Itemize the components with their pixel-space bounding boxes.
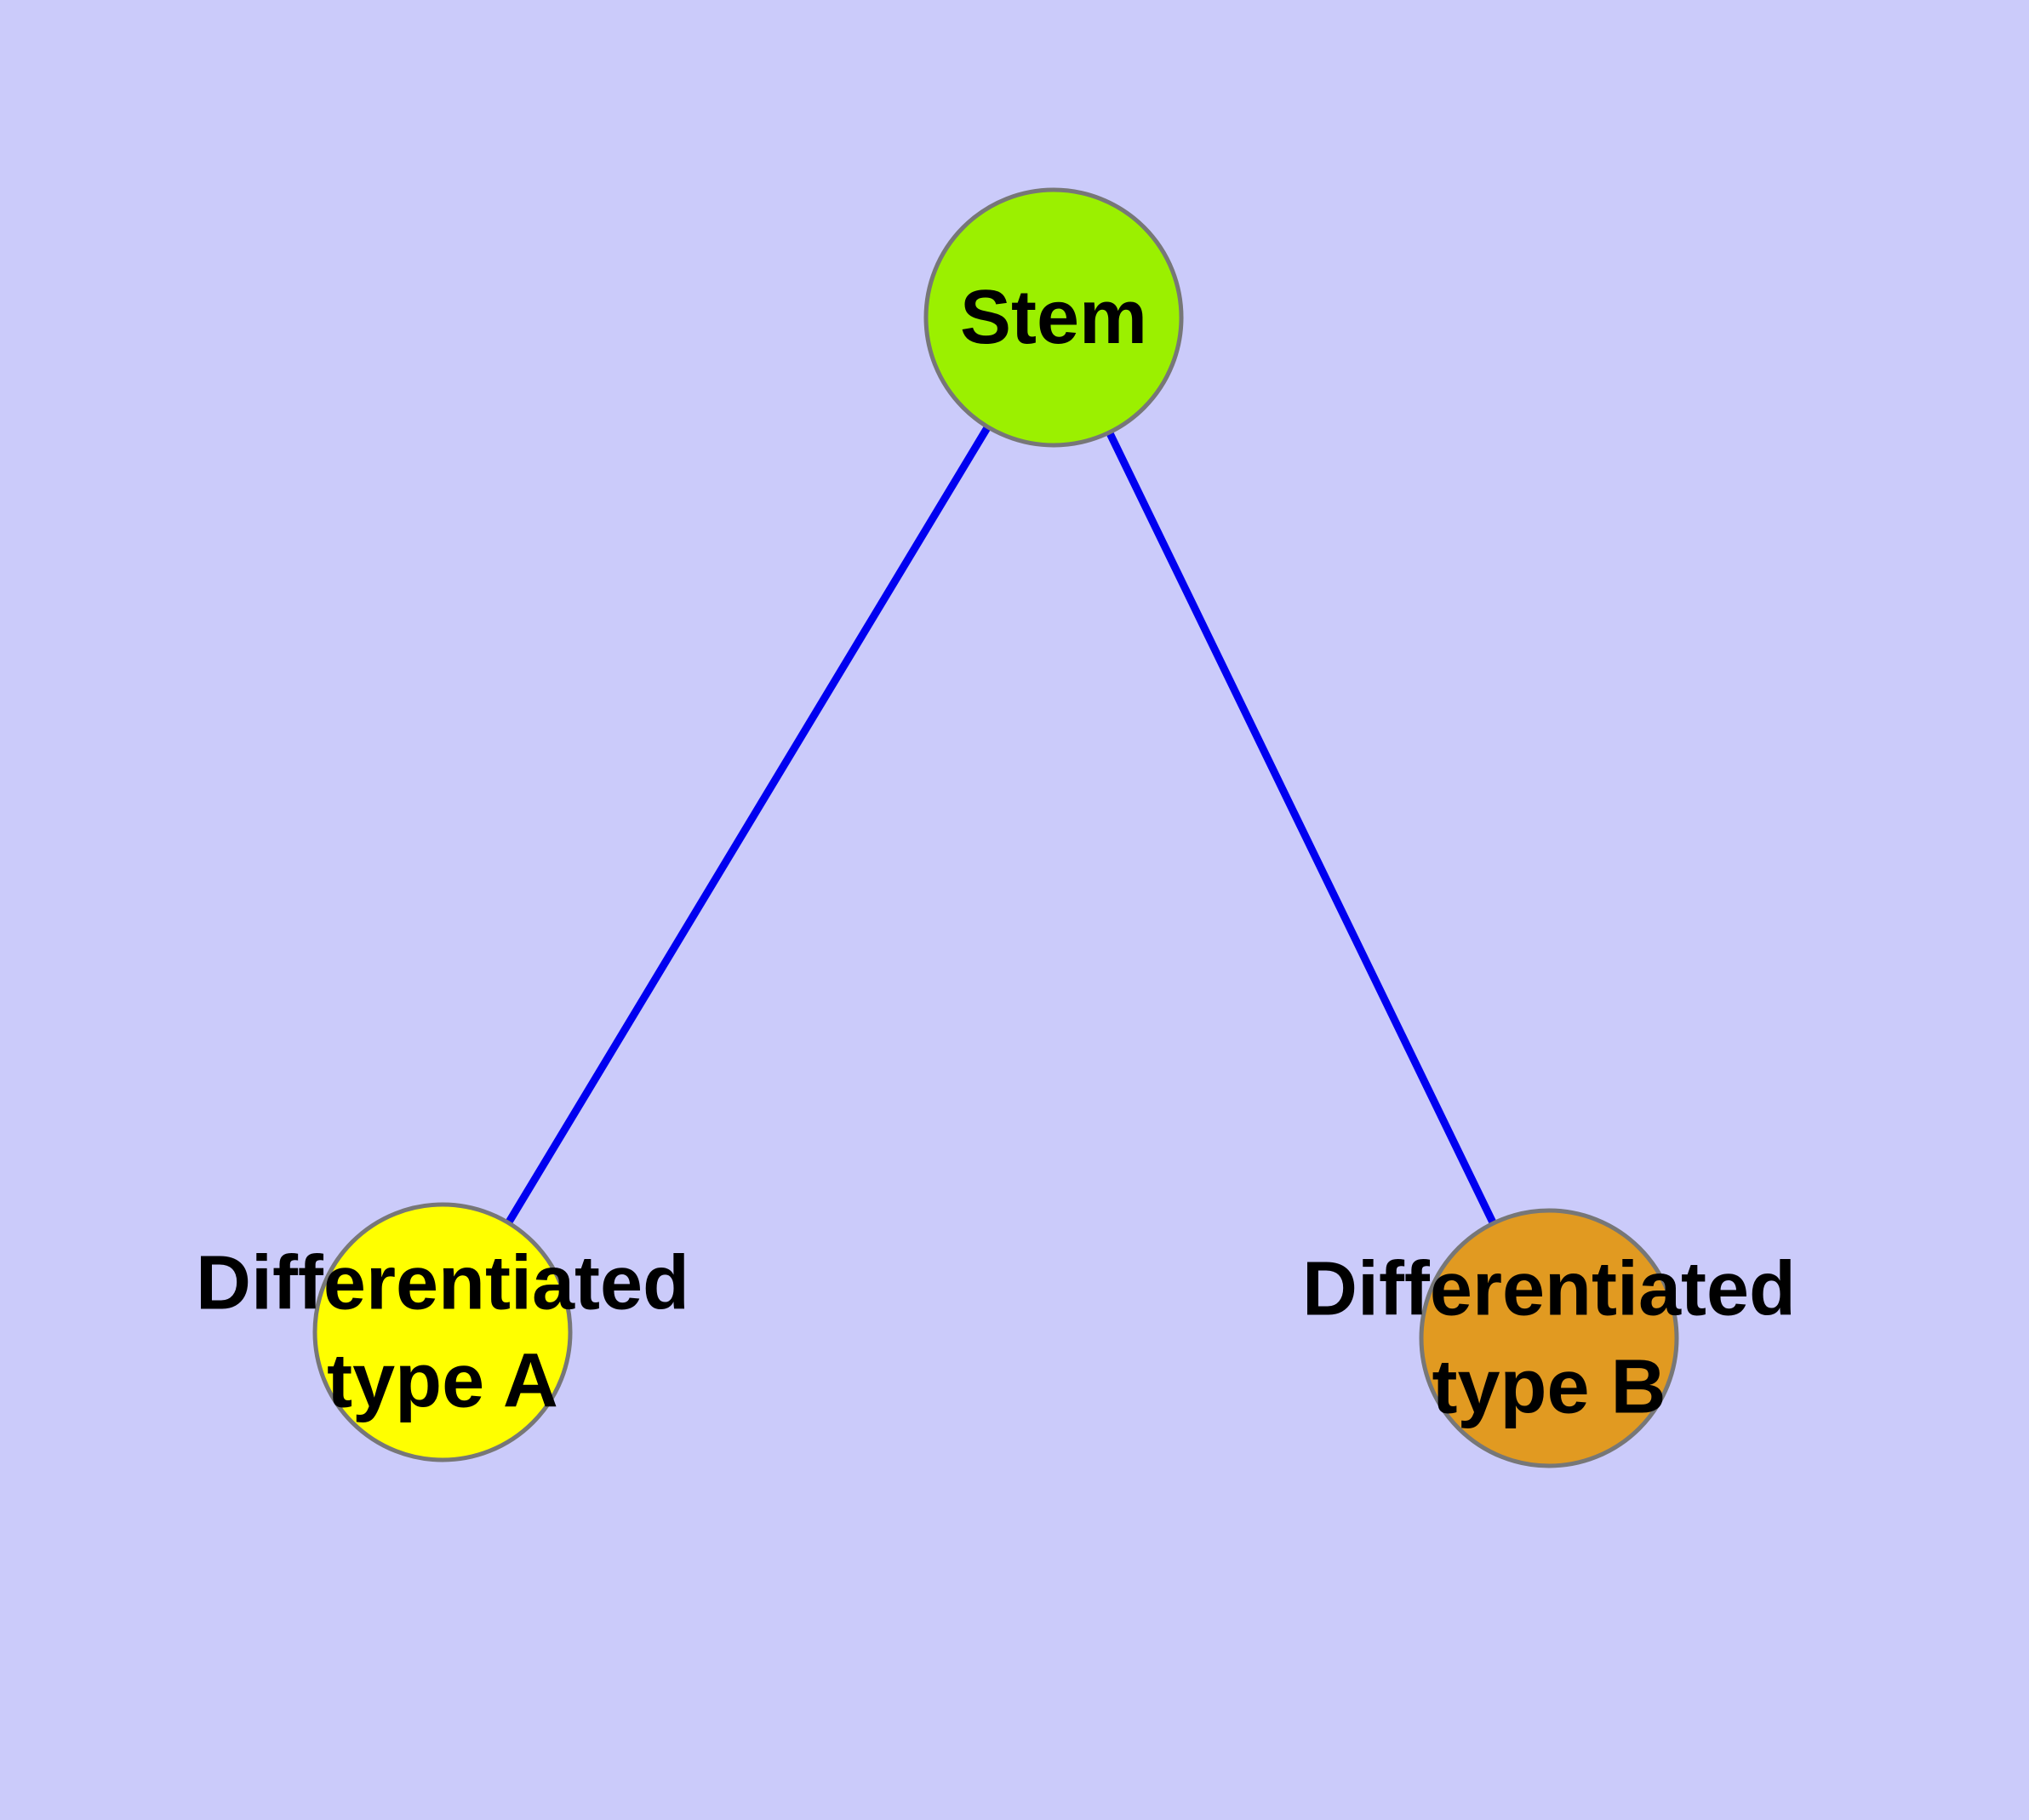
node-label-line: Stem [960,275,1147,360]
edge-stem-diff-b [1049,316,1553,1340]
edge-stem-diff-a [439,315,1057,1335]
node-label-diff-b: Differentiated type B [1302,1247,1796,1430]
node-label-line: Differentiated [196,1241,689,1326]
node-label-line: type B [1432,1345,1666,1430]
node-label-line: Differentiated [1302,1247,1796,1332]
edges-layer [439,315,1553,1340]
nodes-layer [312,187,1679,1468]
node-diff-b [1419,1208,1679,1468]
node-stem [923,187,1184,448]
node-diff-a [312,1202,573,1462]
node-label-diff-a: Differentiated type A [196,1241,689,1424]
node-label-line: type A [327,1339,558,1424]
node-label-stem: Stem [960,275,1147,360]
